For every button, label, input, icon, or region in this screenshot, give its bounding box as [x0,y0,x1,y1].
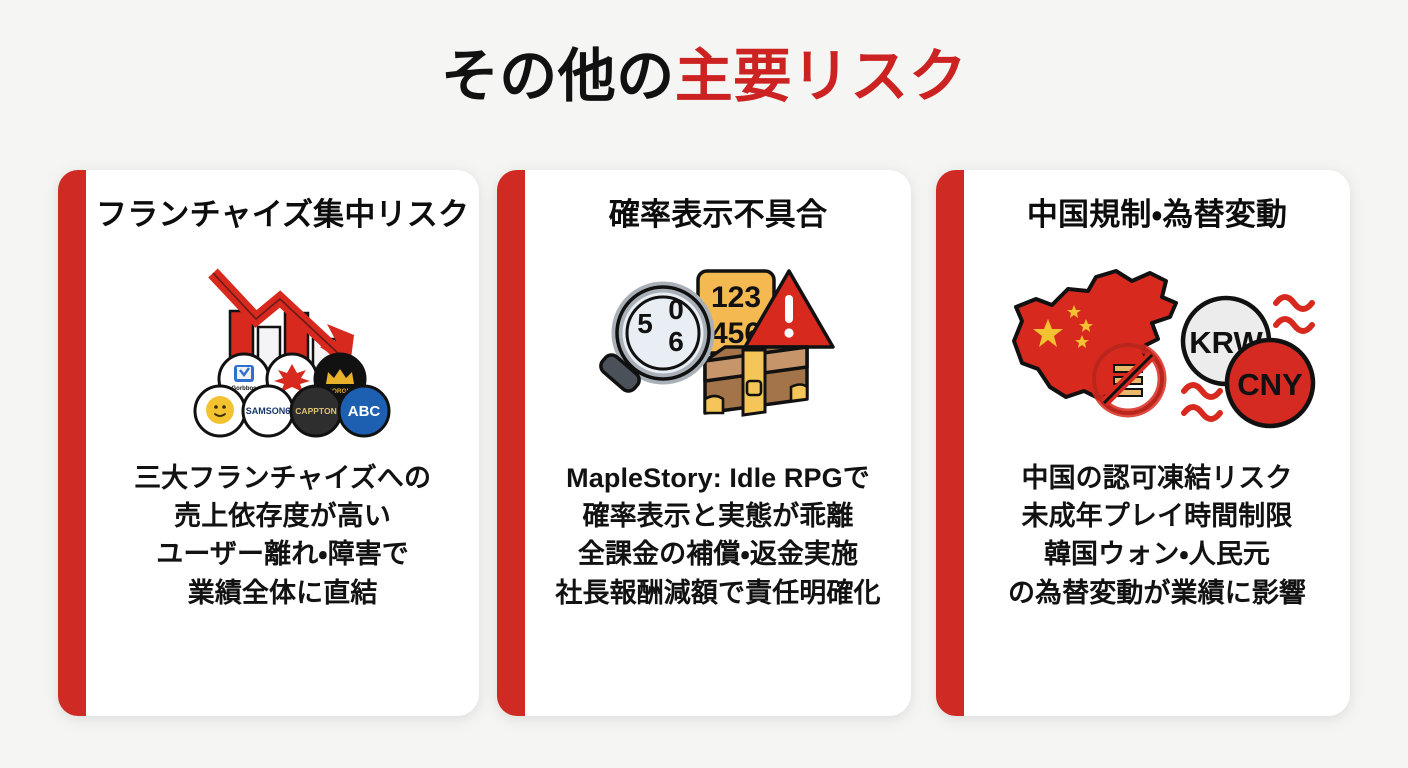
card-body: 中国規制・為替変動 [964,170,1350,716]
card-description-line: 売上依存度が高い [174,501,391,532]
magnifier-digit: 0 [668,294,684,325]
card-accent-bar [497,170,525,716]
page-title-black-part: その他の [440,44,675,109]
card-description-line: 韓国ウォン・人民元 [1043,539,1271,570]
card-title: 中国規制・為替変動 [1026,197,1288,232]
card-body: フランチャイズ集中リスク [86,170,480,716]
china-map-ban-currency-icon: KRW CNY [974,251,1340,441]
card-accent-bar [936,170,964,716]
magnifier-numbers-warning-lootbox-icon: 123 456 5 [535,251,901,441]
card-title: 確率表示不具合 [608,197,828,232]
risk-card-list: フランチャイズ集中リスク [58,170,1350,716]
magnifier-digit: 6 [668,326,684,357]
card-description-line: の為替変動が業績に影響 [1007,577,1307,608]
card-description-line: 全課金の補償・返金実施 [577,539,859,570]
card-description-line: 確率表示と実態が乖離 [582,501,854,532]
card-body: 確率表示不具合 123 456 [525,170,911,716]
numbers-top-text: 123 [711,281,761,314]
page-title-red-part: 主要リスク [674,44,968,109]
ban-icon [1089,340,1167,418]
card-title: フランチャイズ集中リスク [96,197,470,232]
card-description-line: 業績全体に直結 [187,577,378,608]
volatility-waves-icon [1181,293,1315,422]
card-description: 中国の認可凍結リスク 未成年プレイ時間制限 韓国ウォン・人民元 の為替変動が業績… [1008,459,1306,612]
declining-chart-with-brand-logos-icon: Gorbbos RORGIS SAMSON6 [96,251,469,441]
risk-card-china-fx[interactable]: 中国規制・為替変動 [936,170,1350,716]
card-description-line: 社長報酬減額で責任明確化 [555,577,881,608]
svg-text:ABC: ABC [347,403,380,420]
currency-circle-cny [1224,337,1316,428]
page-title: その他の主要リスク [0,44,1408,111]
svg-text:SAMSON6: SAMSON6 [245,406,290,416]
risk-card-probability[interactable]: 確率表示不具合 123 456 [497,170,911,716]
card-description-line: 中国の認可凍結リスク [1021,462,1293,493]
card-description-line: ユーザー離れ・障害で [156,539,409,570]
magnifier-digit: 5 [637,308,653,339]
risk-card-franchise[interactable]: フランチャイズ集中リスク [58,170,480,716]
svg-text:CAPPTON: CAPPTON [295,406,336,416]
card-description-line: 三大フランチャイズへの [134,462,432,493]
card-description: MapleStory: Idle RPGで 確率表示と実態が乖離 全課金の補償・… [555,459,880,612]
currency-code-cny: CNY [1237,367,1303,402]
card-description-line: MapleStory: Idle RPGで [566,462,870,493]
svg-text:Gorbbos: Gorbbos [231,386,257,392]
card-accent-bar [58,170,86,716]
card-description: 三大フランチャイズへの 売上依存度が高い ユーザー離れ・障害で 業績全体に直結 [134,459,431,612]
svg-text:RORGIS: RORGIS [327,388,353,395]
card-description-line: 未成年プレイ時間制限 [1021,501,1293,532]
